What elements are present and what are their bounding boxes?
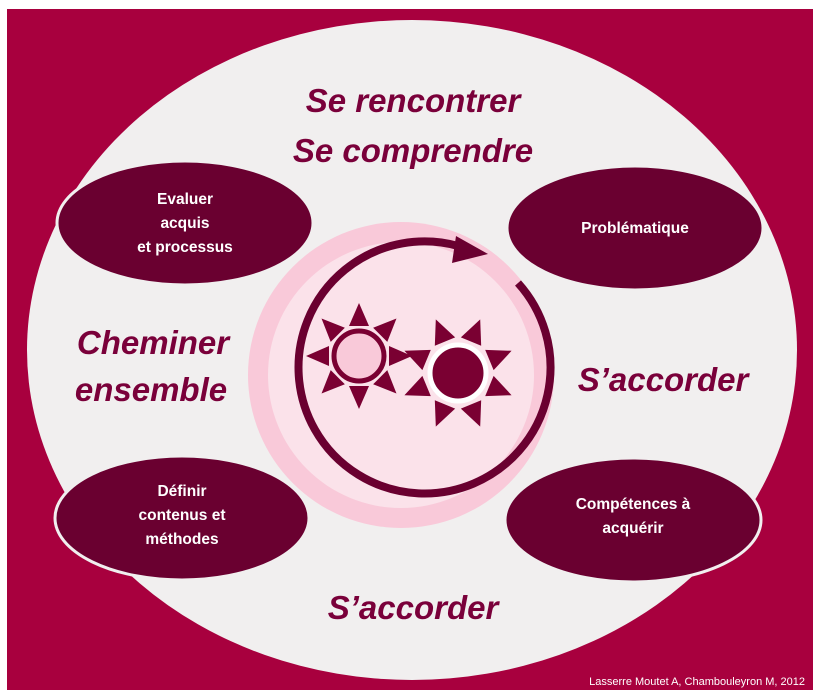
label-right: S’accorder <box>578 361 751 398</box>
node-problematic: Problématique <box>505 164 765 292</box>
node-evaluate-shape <box>55 159 315 287</box>
node-evaluate-line3: et processus <box>137 239 233 256</box>
sun-ray <box>434 400 456 427</box>
cycle-arrow-icon <box>294 236 555 498</box>
node-evaluate: Evaluer acquis et processus <box>55 159 315 287</box>
node-define-shape <box>53 454 311 582</box>
label-left-line1: Cheminer <box>77 324 231 361</box>
cycle-arc <box>294 237 555 498</box>
sun-filled-icon <box>404 319 512 427</box>
sun-ray <box>306 346 329 366</box>
node-define: Définir contenus et méthodes <box>53 454 311 582</box>
node-problematic-line1: Problématique <box>581 220 689 237</box>
node-evaluate-line1: Evaluer <box>157 191 213 208</box>
node-define-line2: contenus et <box>139 507 226 524</box>
sun-ray <box>373 318 397 342</box>
cycle-arrowhead <box>452 236 488 263</box>
sun-ray <box>373 370 397 394</box>
label-bottom: S’accorder <box>328 589 501 626</box>
node-skills-line1: Compétences à <box>576 496 691 513</box>
center-disc <box>268 242 534 508</box>
sun-ray <box>460 319 482 346</box>
sun-ray <box>321 370 345 394</box>
label-top-line1: Se rencontrer <box>306 82 523 119</box>
sun-ray <box>349 386 369 409</box>
node-evaluate-line2: acquis <box>160 215 209 232</box>
node-skills-line2: acquérir <box>602 520 663 537</box>
sun-ray <box>404 349 431 371</box>
node-define-line3: méthodes <box>145 531 218 548</box>
node-define-line1: Définir <box>157 483 206 500</box>
sun-ray <box>485 375 512 397</box>
sun-ray <box>404 375 431 397</box>
label-left-line2: ensemble <box>75 371 227 408</box>
label-top-line2: Se comprendre <box>293 132 533 169</box>
sun-core <box>427 342 489 404</box>
sun-outline-icon <box>306 303 412 409</box>
sun-ray <box>321 318 345 342</box>
sun-ray <box>434 319 456 346</box>
sun-ray <box>389 346 412 366</box>
node-problematic-shape <box>505 164 765 292</box>
sun-ray <box>485 349 512 371</box>
diagram-frame: Se rencontrer Se comprendre Cheminer ens… <box>7 9 813 690</box>
credit-text: Lasserre Moutet A, Chambouleyron M, 2012 <box>589 676 805 688</box>
node-skills-shape <box>503 456 763 584</box>
sun-core <box>331 328 387 384</box>
sun-ray <box>349 303 369 326</box>
sun-ray <box>460 400 482 427</box>
node-skills: Compétences à acquérir <box>503 456 763 584</box>
